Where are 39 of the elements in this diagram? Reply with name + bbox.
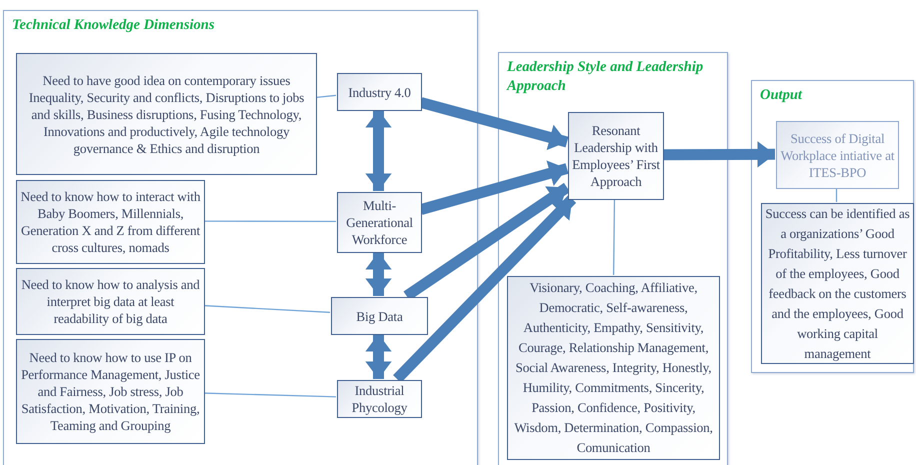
connector-line — [836, 188, 838, 202]
box-text: Industrial Phycology — [350, 382, 408, 416]
group-panel — [498, 52, 728, 465]
text-box — [16, 53, 317, 175]
text-box — [16, 339, 205, 444]
box-text: Need to know how to analysis and interpret big data at least readability of big data — [20, 276, 201, 327]
box-text: Need to know how to use IP on Performance Management, Justice and Fairness, Job stress, Job Satisfaction, Motivation, Training, Teaming and Grouping — [20, 349, 201, 434]
box-text: Need to know how to interact with Baby Boomers, Millennials, Generation X and Z from different cross cultures, nomads — [20, 188, 201, 256]
text-box — [337, 73, 422, 111]
box-text: Success of Digital Workplace intiative at ITES-BPO — [780, 130, 895, 180]
text-box — [16, 180, 205, 264]
box-text: Need to have good idea on contemporary issues Inequality, Security and conflicts, Disruptions to jobs and skills, Business disruptions, Fusing Technology, Innovations and productively, Agile technology governance & Ethics and disruption — [28, 72, 306, 156]
box-text: Industry 4.0 — [348, 84, 411, 100]
text-box — [337, 380, 422, 418]
panel-title: Leadership Style and Leadership Approach — [507, 58, 704, 96]
connector-line — [316, 94, 336, 98]
double-arrow — [365, 110, 392, 191]
arrow — [393, 195, 576, 383]
panel-title: Output — [760, 86, 804, 105]
panel-title: Technical Knowledge Dimensions — [12, 16, 216, 35]
connector-line — [204, 392, 336, 398]
group-panel — [751, 80, 914, 373]
text-box — [776, 121, 899, 189]
connector-line — [204, 220, 336, 222]
connector-line — [204, 305, 330, 313]
text-box — [337, 192, 422, 253]
text-box — [568, 112, 664, 200]
group-panel — [3, 10, 478, 465]
double-arrow — [365, 334, 392, 379]
arrow — [662, 141, 776, 168]
connector-line — [612, 199, 616, 275]
text-box — [16, 268, 205, 335]
box-text: Visionary, Coaching, Affiliative, Democratic, Self-awareness, Authenticity, Empathy, Sensitivity, Courage, Relationship Management, Social Awareness, Integrity, Honestly, Humility, Commitments, Sincerity, Passion, Confidence, Positivity, Wisdom, Determination, Compassion, Comunication — [513, 279, 714, 457]
double-arrow — [365, 252, 392, 296]
box-text: Success can be identified as a organizations’ Good Profitability, Less turnover of the employees, Good feedback on the customers and the employees, Good working capital management — [765, 204, 910, 363]
box-text: Multi-Generational Workforce — [345, 197, 414, 248]
text-box — [331, 297, 428, 335]
box-text: Resonant Leadership with Employees’ First Approach — [572, 122, 660, 190]
box-text: Big Data — [356, 308, 403, 324]
